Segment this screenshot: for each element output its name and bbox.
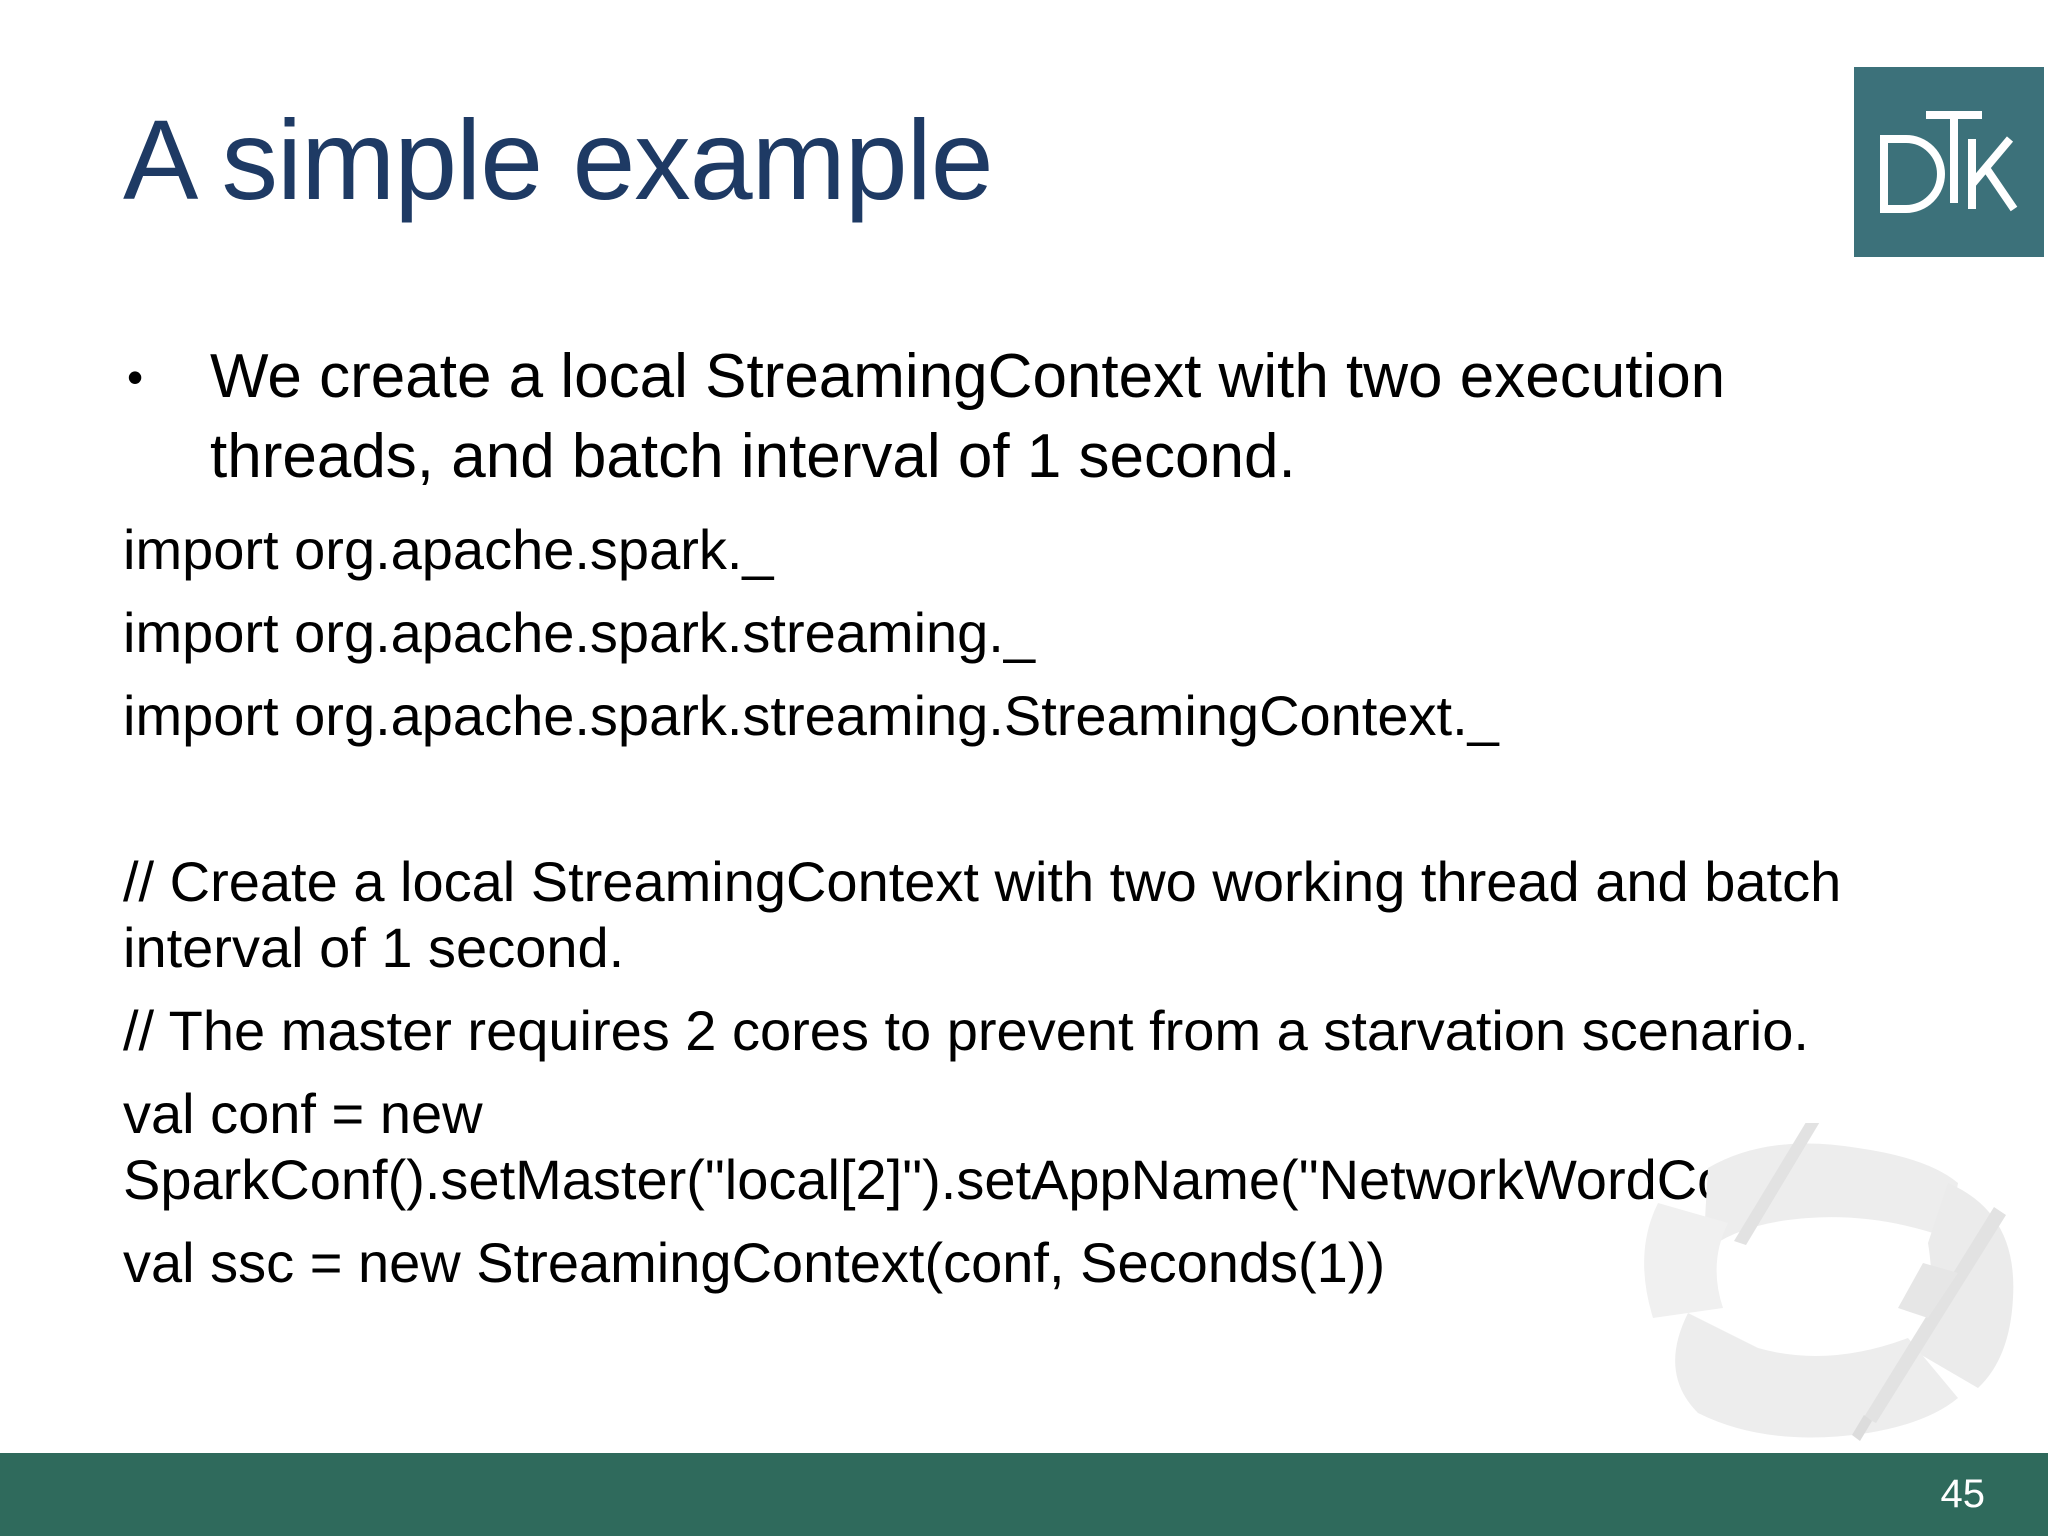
code-line: // Create a local StreamingContext with … xyxy=(123,850,1842,979)
bullet-marker: • xyxy=(127,351,144,403)
bullet-text: We create a local StreamingContext with … xyxy=(210,342,1726,491)
code-line: val ssc = new StreamingContext(conf, Sec… xyxy=(123,1231,1386,1294)
code-line: import org.apache.spark.streaming._ xyxy=(123,601,1035,664)
footer-bar: 45 xyxy=(0,1453,2048,1536)
code-line: import org.apache.spark._ xyxy=(123,518,774,581)
bullet-item: • We create a local StreamingContext wit… xyxy=(127,337,1917,497)
page-number: 45 xyxy=(1940,1472,1986,1516)
code-line: val conf = new SparkConf().setMaster("lo… xyxy=(123,1082,1845,1211)
code-line: import org.apache.spark.streaming.Stream… xyxy=(123,684,1499,747)
slide-title: A simple example xyxy=(123,97,994,223)
code-block: import org.apache.spark._ import org.apa… xyxy=(123,517,1923,1313)
dtk-logo-icon xyxy=(1854,67,2044,257)
code-line xyxy=(123,766,1923,832)
dtk-logo xyxy=(1854,67,2044,257)
code-line: // The master requires 2 cores to preven… xyxy=(123,999,1809,1062)
